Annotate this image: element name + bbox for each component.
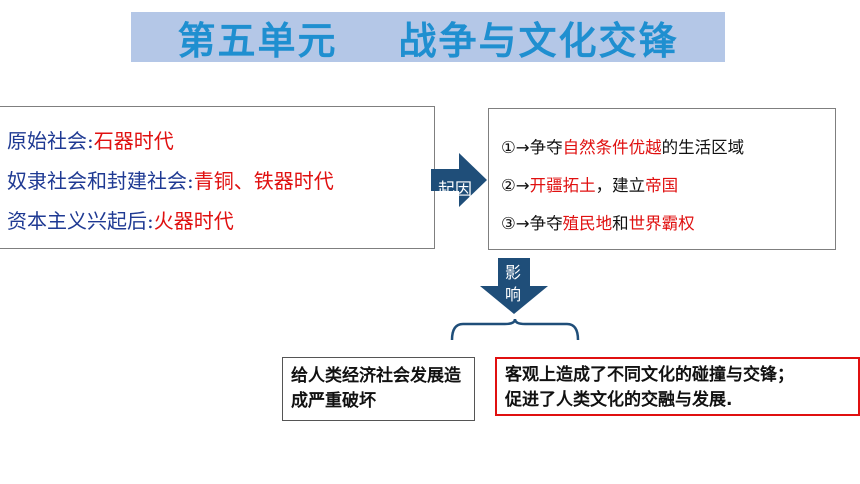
era-value: 火器时代 — [153, 209, 234, 233]
cause-arrow-label: 起因 — [438, 180, 472, 200]
cause-item: ②→开疆拓土，建立帝国 — [501, 167, 835, 205]
era-value: 石器时代 — [93, 129, 174, 153]
cause-text: 的生活区域 — [661, 138, 745, 157]
era-line: 奴隶社会和封建社会:青铜、铁器时代 — [7, 161, 434, 201]
brace-icon — [450, 318, 580, 341]
cause-highlight: 帝国 — [645, 176, 679, 195]
page-title: 第五单元 战争与文化交锋 — [177, 17, 679, 63]
cause-item: ①→争夺自然条件优越的生活区域 — [501, 129, 835, 167]
title-banner: 第五单元 战争与文化交锋 — [131, 12, 725, 63]
effect-negative-text: 给人类经济社会发展造成严重破坏 — [291, 366, 461, 411]
effect-positive-box: 客观上造成了不同文化的碰撞与交锋； 促进了人类文化的交融与发展. — [495, 357, 860, 416]
era-label: 奴隶社会和封建社会: — [7, 169, 194, 193]
effect-arrow-label: 影响 — [500, 262, 526, 306]
eras-box: 原始社会:石器时代 奴隶社会和封建社会:青铜、铁器时代 资本主义兴起后:火器时代 — [0, 106, 435, 249]
arrow-down-icon — [480, 258, 548, 314]
cause-item: ③→争夺殖民地和世界霸权 — [501, 205, 835, 243]
cause-highlight: 自然条件优越 — [562, 138, 662, 157]
cause-text: ③→争夺 — [501, 214, 563, 233]
cause-text: 和 — [612, 214, 629, 233]
era-line: 资本主义兴起后:火器时代 — [7, 201, 434, 241]
era-value: 青铜、铁器时代 — [193, 169, 334, 193]
arrow-right-icon — [431, 153, 487, 207]
era-label: 原始社会: — [7, 129, 94, 153]
effect-positive-line: 促进了人类文化的交融与发展. — [505, 390, 733, 410]
cause-text: ，建立 — [595, 176, 646, 195]
effect-arrow-text: 影响 — [504, 263, 521, 304]
cause-text: ①→争夺 — [501, 138, 563, 157]
cause-highlight: 世界霸权 — [628, 214, 695, 233]
causes-box: ①→争夺自然条件优越的生活区域 ②→开疆拓土，建立帝国 ③→争夺殖民地和世界霸权 — [488, 108, 836, 250]
cause-text: ②→ — [501, 176, 530, 195]
effect-negative-box: 给人类经济社会发展造成严重破坏 — [282, 357, 475, 421]
era-line: 原始社会:石器时代 — [7, 121, 434, 161]
era-label: 资本主义兴起后: — [7, 209, 154, 233]
cause-highlight: 开疆拓土 — [529, 176, 596, 195]
effect-positive-line: 客观上造成了不同文化的碰撞与交锋； — [505, 365, 794, 385]
cause-highlight: 殖民地 — [562, 214, 613, 233]
